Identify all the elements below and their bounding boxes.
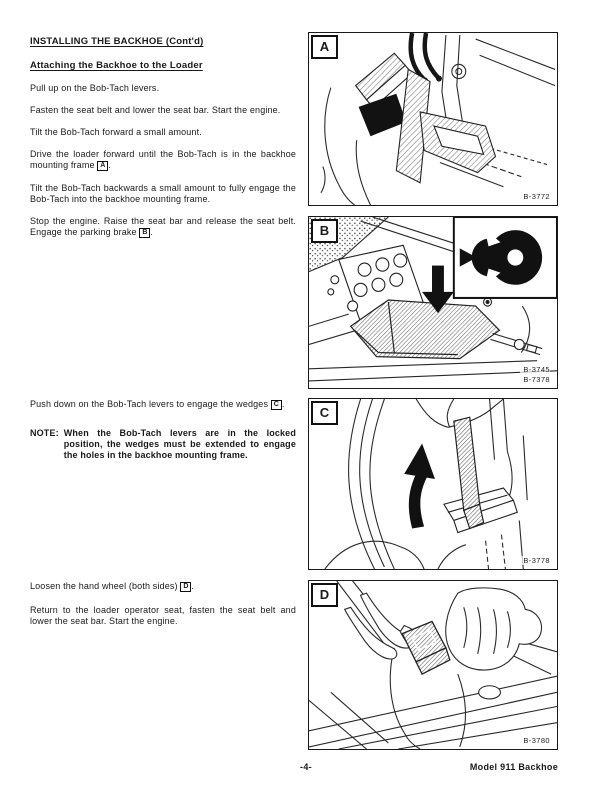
figure-c-illustration: [324, 399, 528, 569]
figure-number-b1: B-3745: [523, 365, 550, 374]
instruction-text: .: [108, 160, 111, 170]
figure-ref-a: A: [97, 161, 109, 171]
instruction-text: Push down on the Bob-Tach levers to enga…: [30, 399, 271, 409]
grip-pad: [358, 93, 407, 137]
figure-number-a: B-3772: [520, 191, 550, 201]
section-heading: INSTALLING THE BACKHOE (Cont'd): [30, 36, 204, 47]
figure-label-c: C: [311, 401, 338, 425]
frame-hole: [478, 685, 502, 700]
figure-a-illustration: [320, 33, 556, 205]
instruction-push-down-levers: Push down on the Bob-Tach levers to enga…: [30, 399, 296, 411]
instruction-text: .: [191, 581, 195, 591]
note-text: When the Bob-Tach levers are in the lock…: [63, 428, 296, 460]
bobtach-lever: [395, 68, 497, 184]
seat-frame-sketch: [324, 399, 528, 569]
figure-panel-a: A B-3772: [308, 32, 558, 206]
figure-ref-c: C: [270, 400, 282, 410]
instruction-text: .: [150, 227, 154, 237]
figure-d-illustration: [309, 581, 557, 749]
instruction-text: Drive the loader forward until the Bob-T…: [30, 149, 296, 170]
hand-wheel-knob: [401, 620, 451, 675]
instructions-block-top: INSTALLING THE BACKHOE (Cont'd) Attachin…: [30, 36, 296, 239]
figure-label-d: D: [311, 583, 338, 607]
down-arrow-icon: [422, 265, 454, 314]
instruction-tilt-backwards: Tilt the Bob-Tach backwards a small amou…: [30, 183, 296, 204]
figure-b-illustration: [309, 217, 557, 382]
figure-number-d: B-3780: [520, 735, 550, 745]
linkage-rod: [490, 332, 543, 356]
instructions-block-middle: Push down on the Bob-Tach levers to enga…: [30, 399, 296, 461]
figure-number-b: B-3745 B-7378: [520, 365, 550, 384]
instruction-drive-forward: Drive the loader forward until the Bob-T…: [30, 149, 296, 172]
page-number: -4-: [300, 762, 312, 772]
right-arrow-icon: [459, 248, 477, 267]
brake-knob-inset: [452, 217, 557, 299]
section-subheading: Attaching the Backhoe to the Loader: [30, 60, 203, 71]
figure-number-b2: B-7378: [523, 374, 550, 384]
figure-ref-b: B: [139, 228, 151, 238]
figure-panel-d: D B-3780: [308, 580, 558, 750]
parking-brake-pedal: [349, 299, 501, 360]
figure-number-c: B-3778: [520, 555, 550, 565]
up-arrow-icon: [404, 443, 435, 529]
instructions-block-bottom: Loosen the hand wheel (both sides) D. Re…: [30, 581, 296, 627]
figure-panel-b: B B-3745 B-7378: [308, 216, 558, 389]
brake-knob-icon: [471, 229, 543, 286]
figure-panel-c: C B-3778: [308, 398, 558, 570]
instruction-text: .: [281, 399, 285, 409]
instruction-text: Stop the engine. Raise the seat bar and …: [30, 216, 296, 237]
figure-label-a: A: [311, 35, 338, 59]
figure-label-b: B: [311, 219, 338, 243]
instruction-return-to-seat: Return to the loader operator seat, fast…: [30, 605, 296, 626]
instruction-loosen-hand-wheel: Loosen the hand wheel (both sides) D.: [30, 581, 296, 593]
right-hand-sketch: [445, 587, 543, 671]
instruction-stop-engine: Stop the engine. Raise the seat bar and …: [30, 216, 296, 239]
instruction-text: Loosen the hand wheel (both sides): [30, 581, 181, 591]
note-block: NOTE: When the Bob-Tach levers are in th…: [30, 428, 296, 461]
bobtach-wedge: [453, 416, 485, 530]
instruction-pull-up-levers: Pull up on the Bob-Tach levers.: [30, 83, 160, 93]
note-label: NOTE:: [30, 428, 59, 438]
instruction-fasten-seat-belt: Fasten the seat belt and lower the seat …: [30, 105, 281, 115]
instruction-tilt-forward: Tilt the Bob-Tach forward a small amount…: [30, 127, 202, 137]
figure-ref-d: D: [180, 582, 192, 592]
footer-model-name: Model 911 Backhoe: [469, 762, 558, 772]
